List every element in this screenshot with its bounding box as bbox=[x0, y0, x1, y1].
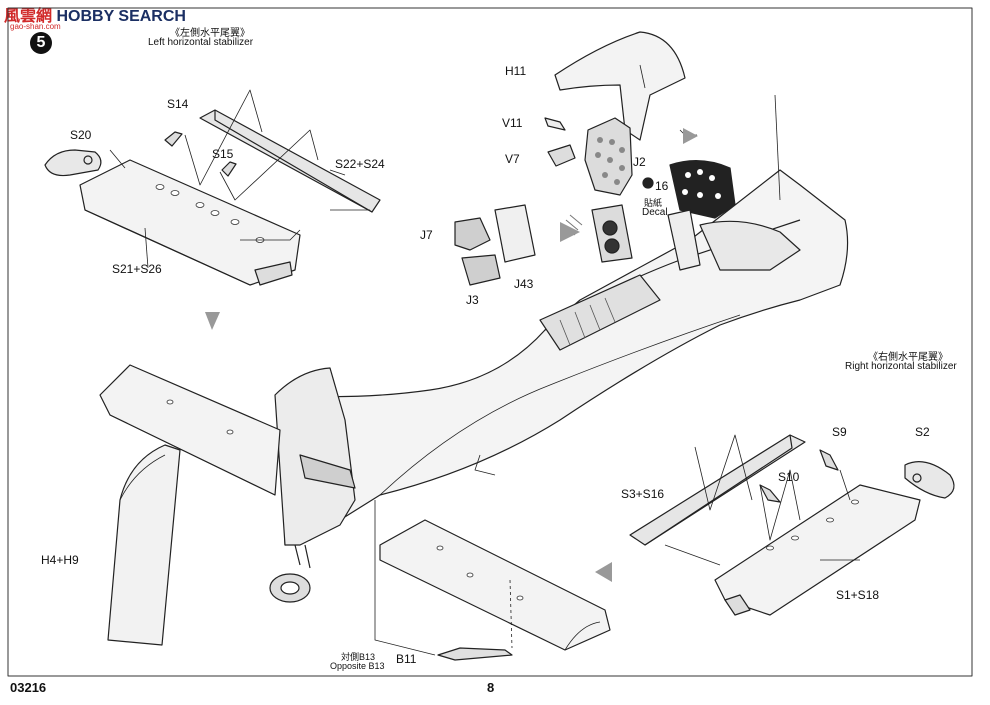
s22-s24-spar bbox=[199, 109, 381, 213]
v11-part bbox=[544, 117, 566, 131]
decal-label-cn: 貼紙 bbox=[644, 198, 663, 208]
decal-number: 16 bbox=[655, 179, 669, 193]
watermark-en: HOBBY SEARCH bbox=[56, 8, 186, 25]
arrow-down-left bbox=[205, 312, 220, 330]
fuselage bbox=[269, 169, 849, 603]
s9-hinge bbox=[819, 449, 839, 471]
s1-s18-stabilizer bbox=[714, 484, 921, 616]
part-label-s20: S20 bbox=[70, 128, 92, 142]
decal-label-en: Decal bbox=[642, 207, 668, 218]
seat-frame bbox=[667, 209, 701, 271]
v7-part bbox=[547, 144, 576, 167]
decal-panel bbox=[669, 160, 736, 219]
page-number: 8 bbox=[487, 680, 495, 695]
part-label-s3-s16: S3+S16 bbox=[621, 487, 665, 501]
part-label-j2: J2 bbox=[633, 155, 646, 169]
arrow-right-1 bbox=[560, 222, 580, 242]
s14-hinge bbox=[164, 131, 183, 147]
h11-canopy bbox=[554, 31, 686, 141]
fuselage-body bbox=[279, 169, 849, 546]
s15-hinge bbox=[221, 161, 237, 177]
part-label-v7: V7 bbox=[505, 152, 520, 166]
s2-part bbox=[904, 461, 955, 499]
opposite-label-cn: 対側B13 bbox=[341, 652, 376, 662]
b-stabilizer bbox=[379, 519, 611, 651]
watermark-cn: 風雲網 bbox=[4, 8, 53, 25]
rudder-assembly bbox=[107, 444, 181, 646]
part-label-v11: V11 bbox=[502, 116, 523, 130]
part-label-s10: S10 bbox=[778, 470, 800, 484]
page-frame bbox=[7, 7, 973, 677]
part-label-s9: S9 bbox=[832, 425, 847, 439]
arrow-right-2 bbox=[683, 128, 698, 144]
j7-part bbox=[454, 217, 491, 251]
part-label-s2: S2 bbox=[915, 425, 930, 439]
s10-hinge bbox=[759, 484, 781, 503]
s3-s16-spar bbox=[629, 434, 806, 546]
part-label-h4-h9: H4+H9 bbox=[41, 553, 79, 567]
decal-icon bbox=[642, 177, 654, 189]
part-label-s15: S15 bbox=[212, 147, 234, 161]
tail-fin bbox=[274, 367, 356, 546]
part-label-b11: B11 bbox=[396, 652, 417, 666]
watermark-url: gao-shan.com bbox=[10, 22, 61, 31]
lower-stabilizer bbox=[374, 500, 611, 661]
left-stabilizer-caption-en: Left horizontal stabilizer bbox=[148, 37, 254, 48]
left-stabilizer-assembly bbox=[44, 89, 381, 286]
right-stabilizer-caption-cn: 《右側水平尾翼》 bbox=[868, 352, 948, 363]
part-label-s21-s26: S21+S26 bbox=[112, 262, 162, 276]
part-label-j43: J43 bbox=[514, 277, 534, 291]
s20-part bbox=[44, 149, 102, 177]
arrow-left-bottom bbox=[595, 562, 612, 582]
b11-strut bbox=[437, 647, 513, 661]
part-label-s14: S14 bbox=[167, 97, 189, 111]
part-label-s1-s18: S1+S18 bbox=[836, 588, 880, 602]
cockpit-parts bbox=[454, 31, 736, 286]
cockpit-opening bbox=[539, 274, 661, 351]
product-code: 03216 bbox=[10, 680, 47, 695]
part-label-s22-s24: S22+S24 bbox=[335, 157, 385, 171]
part-label-j3: J3 bbox=[466, 293, 479, 307]
right-stabilizer-assembly bbox=[629, 434, 955, 616]
right-stabilizer-caption-en: Right horizontal stabilizer bbox=[845, 361, 957, 372]
left-stabilizer-caption-cn: 《左側水平尾翼》 bbox=[170, 28, 250, 39]
h4-h9-rudder bbox=[107, 444, 181, 646]
part-label-h11: H11 bbox=[505, 64, 527, 78]
left-wing-stabilizer bbox=[99, 364, 281, 496]
j3-part bbox=[461, 254, 501, 286]
watermark: 風雲網 HOBBY SEARCH gao-shan.com bbox=[4, 2, 186, 31]
step-number: 5 bbox=[30, 32, 52, 54]
landing-gear bbox=[294, 544, 311, 569]
j2-instrument-panel bbox=[584, 117, 633, 196]
part-label-j7: J7 bbox=[420, 228, 433, 242]
j43-part bbox=[494, 204, 536, 263]
opposite-label-en: Opposite B13 bbox=[330, 661, 385, 671]
